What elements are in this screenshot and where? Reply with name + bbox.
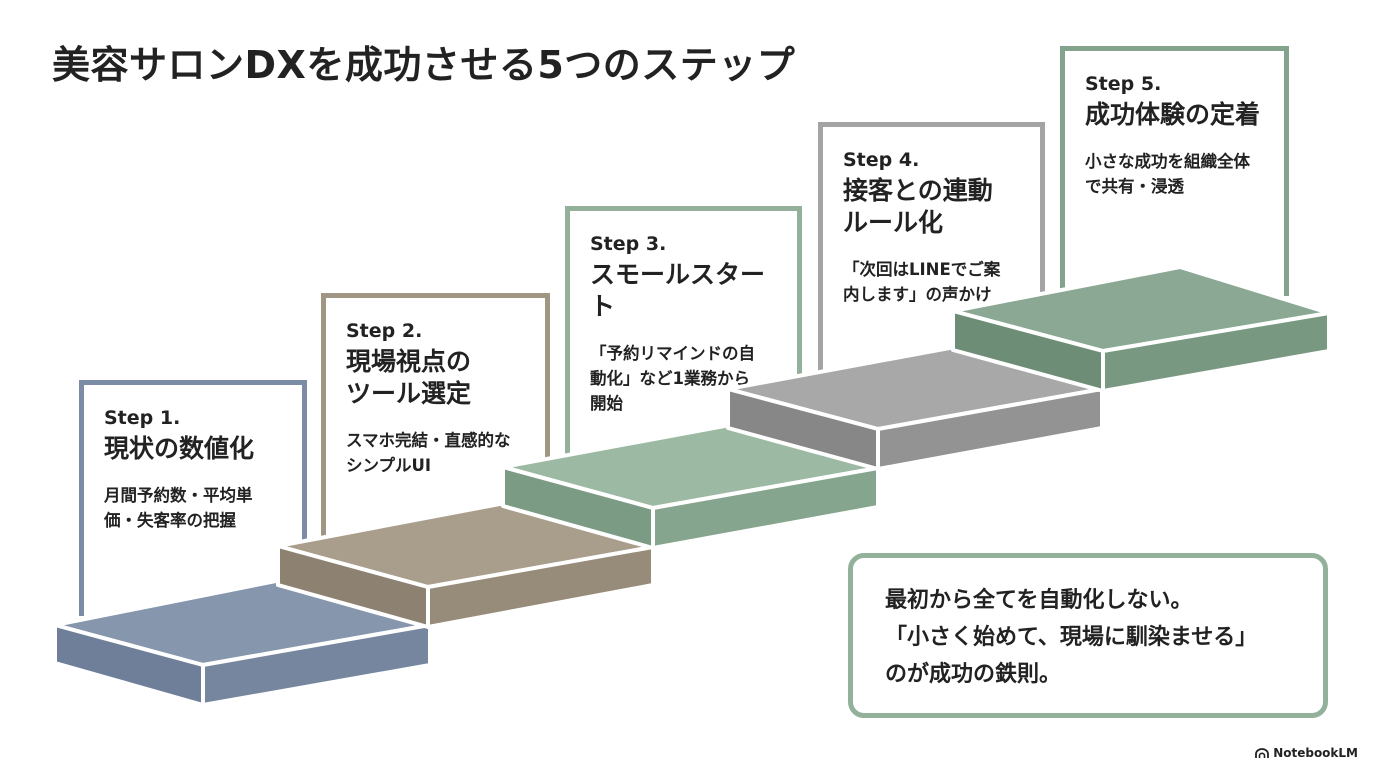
callout-line-1: 最初から全てを自動化しない。: [885, 588, 1193, 613]
step-2-number: Step 2.: [346, 320, 423, 342]
step-1-description: 月間予約数・平均単 価・失客率の把握: [104, 486, 253, 530]
step-3-title: スモールスタート: [590, 260, 766, 321]
step-4-description: 「次回はLINEでご案 内します」の声かけ: [843, 260, 1001, 304]
step-5-number: Step 5.: [1085, 73, 1162, 95]
callout-line-3: のが成功の鉄則。: [885, 662, 1062, 687]
step-3-number: Step 3.: [590, 233, 667, 255]
step-5-platform: [951, 265, 1331, 393]
callout-line-2: 「小さく始めて、現場に馴染ませる」: [885, 625, 1258, 650]
step-4-number: Step 4.: [843, 149, 920, 171]
step-2-card: Step 2. 現場視点の ツール選定 スマホ完結・直感的な シンプルUI: [321, 293, 550, 538]
key-message-callout: 最初から全てを自動化しない。 「小さく始めて、現場に馴染ませる」 のが成功の鉄則…: [848, 553, 1328, 718]
step-1-number: Step 1.: [104, 407, 181, 429]
step-4-title: 接客との連動 ルール化: [843, 176, 993, 237]
step-2-description: スマホ完結・直感的な シンプルUI: [346, 431, 511, 475]
step-2-title: 現場視点の ツール選定: [346, 347, 472, 408]
step-5-card: Step 5. 成功体験の定着 小さな成功を組織全体 で共有・浸透: [1060, 46, 1289, 296]
page-title: 美容サロンDXを成功させる5つのステップ: [52, 43, 796, 87]
step-3-platform: [501, 423, 880, 550]
step-1-card: Step 1. 現状の数値化 月間予約数・平均単 価・失客率の把握: [79, 380, 307, 616]
step-5-title: 成功体験の定着: [1085, 100, 1261, 129]
step-2-platform: [276, 501, 655, 629]
notebooklm-brand: NotebookLM: [1255, 746, 1358, 760]
brand-label: NotebookLM: [1273, 746, 1358, 760]
step-4-platform: [726, 345, 1104, 471]
step-3-description: 「予約リマインドの自 動化」など1業務から 開始: [590, 344, 755, 413]
step-1-title: 現状の数値化: [104, 434, 255, 463]
notebooklm-logo-icon: [1255, 747, 1270, 758]
step-5-description: 小さな成功を組織全体 で共有・浸透: [1085, 152, 1250, 196]
